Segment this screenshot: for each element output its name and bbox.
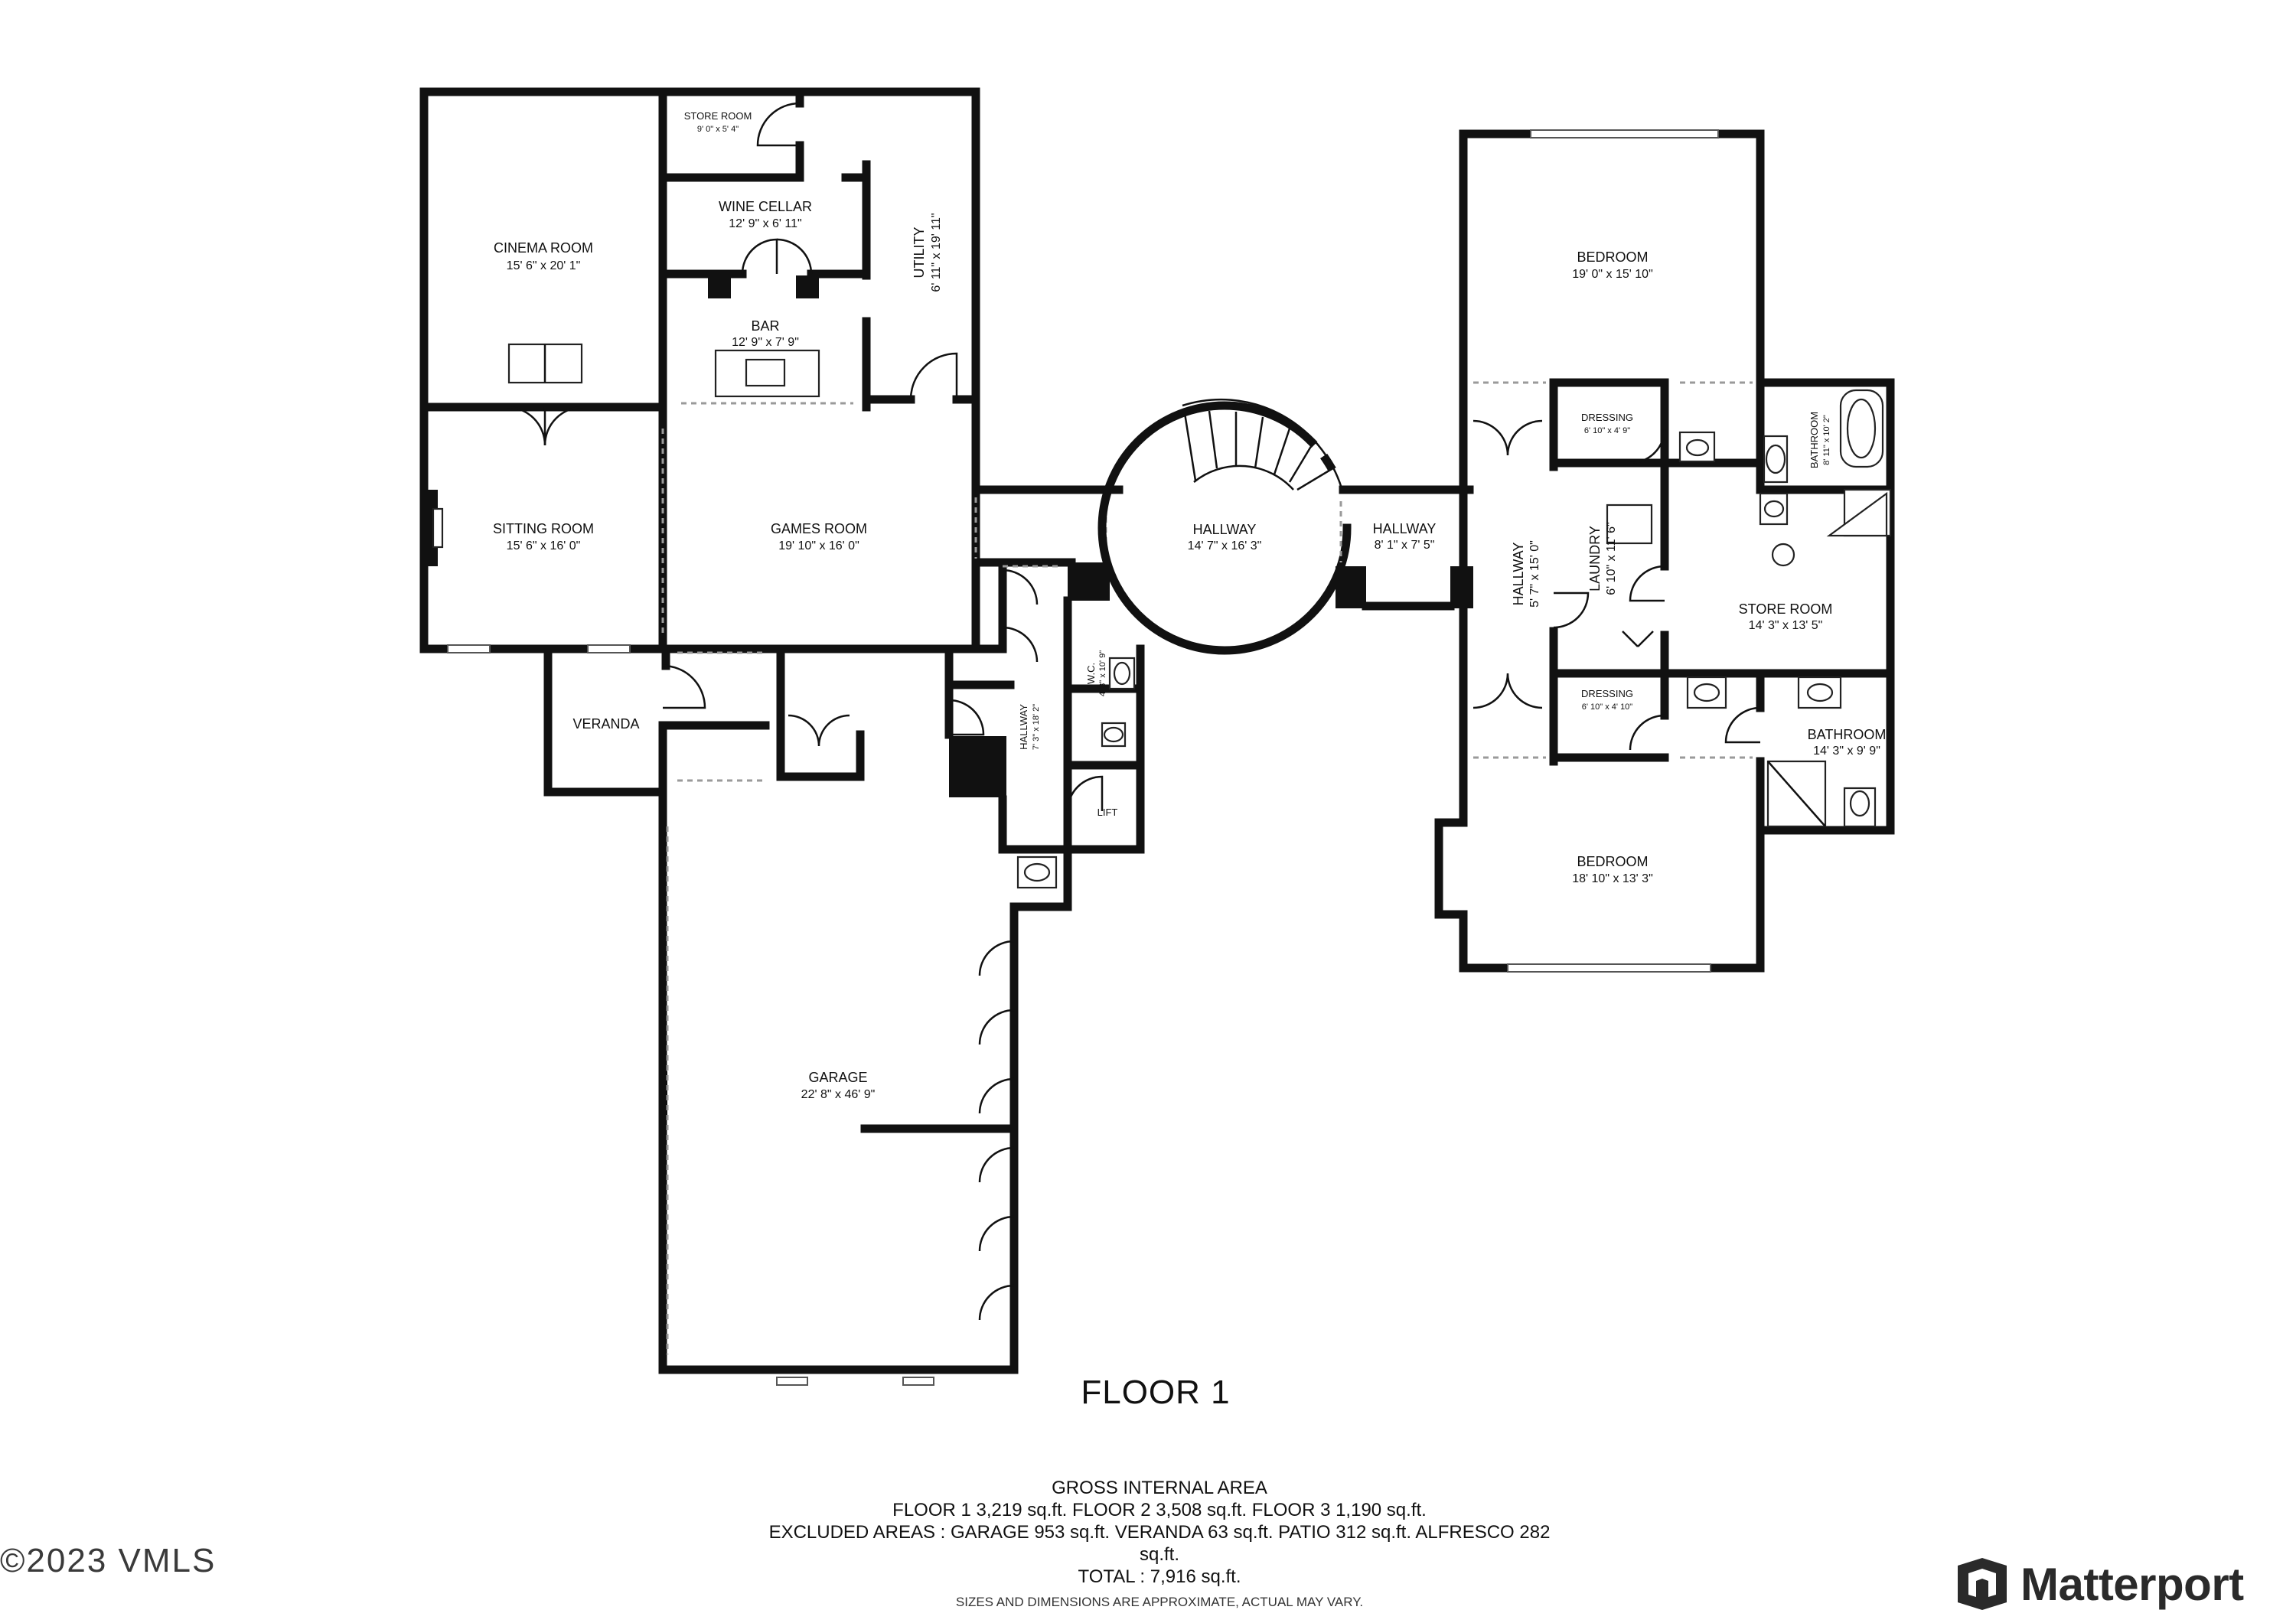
label-garage: GARAGE [808, 1070, 867, 1085]
label-store-room-small: STORE ROOM [684, 110, 752, 122]
dim-garage: 22' 8" x 46' 9" [801, 1088, 876, 1101]
label-games-room: GAMES ROOM [771, 521, 867, 536]
label-wc: W.C. [1085, 663, 1097, 684]
right-wing-doors [1473, 419, 1761, 751]
bar-fixtures [507, 275, 820, 398]
right-wing-openings [1473, 381, 1753, 759]
area-total: TOTAL : 7,916 sq.ft. [1078, 1566, 1241, 1587]
dim-sitting-room: 15' 6" x 16' 0" [507, 539, 581, 552]
copyright-text: ©2023 VMLS [0, 1542, 217, 1579]
dim-bathroom-1: 8' 11" x 10' 2" [1822, 415, 1831, 465]
area-heading: GROSS INTERNAL AREA [1052, 1478, 1267, 1498]
label-hallway-small: HALLWAY [1018, 704, 1029, 750]
dim-dressing-1: 6' 10" x 4' 9" [1584, 426, 1630, 435]
right-wing-walls [1434, 129, 1895, 973]
label-laundry: LAUNDRY [1587, 526, 1603, 592]
dim-bedroom-1: 19' 0" x 15' 10" [1572, 268, 1653, 281]
garage-block-walls [658, 592, 1145, 1374]
label-hallway-circular: HALLWAY [1193, 522, 1257, 537]
label-hallway-vertical: HALLWAY [1511, 543, 1526, 606]
left-wing-walls [419, 87, 1124, 797]
dim-store-room-small: 9' 0" x 5' 4" [697, 125, 739, 134]
dim-dressing-2: 6' 10" x 4' 10" [1582, 702, 1633, 712]
area-floors: FLOOR 1 3,219 sq.ft. FLOOR 2 3,508 sq.ft… [892, 1500, 1427, 1520]
label-bar: BAR [751, 318, 779, 334]
dim-utility: 6' 11" x 19' 11" [930, 213, 943, 292]
left-wing-windows [447, 644, 934, 1386]
dim-hallway-small: 7' 3" x 18' 2" [1032, 704, 1041, 750]
area-excluded-cont: sq.ft. [1139, 1544, 1180, 1565]
left-wing-doors [506, 102, 958, 747]
label-bedroom-1: BEDROOM [1577, 249, 1648, 265]
dim-bedroom-2: 18' 10" x 13' 3" [1572, 872, 1653, 885]
wc-fixtures [1016, 657, 1136, 889]
right-wing-fixtures [1606, 389, 1892, 828]
label-dressing-2: DRESSING [1581, 688, 1633, 699]
dim-hallway-circular: 14' 7" x 16' 3" [1188, 539, 1262, 552]
label-utility: UTILITY [912, 227, 927, 278]
label-dressing-1: DRESSING [1581, 412, 1633, 423]
dim-store-room-big: 14' 3" x 13' 5" [1749, 619, 1823, 632]
label-veranda: VERANDA [572, 716, 639, 732]
label-store-room-big: STORE ROOM [1739, 601, 1833, 617]
dim-cinema-room: 15' 6" x 20' 1" [507, 259, 581, 272]
dim-hallway-link: 8' 1" x 7' 5" [1375, 539, 1435, 552]
area-excluded: EXCLUDED AREAS : GARAGE 953 sq.ft. VERAN… [768, 1522, 1551, 1543]
label-cinema-room: CINEMA ROOM [494, 240, 593, 256]
floor-title: FLOOR 1 [1081, 1374, 1231, 1411]
label-bathroom-2: BATHROOM [1808, 727, 1887, 742]
dim-laundry: 6' 10" x 11' 6" [1605, 522, 1618, 595]
brand-logo: Matterport [1953, 1553, 2244, 1615]
dim-wine-cellar: 12' 9" x 6' 11" [729, 217, 801, 230]
right-wing-windows [1507, 129, 1719, 973]
dim-bathroom-2: 14' 3" x 9' 9" [1813, 745, 1880, 758]
label-lift: LIFT [1097, 807, 1118, 818]
label-hallway-link: HALLWAY [1373, 521, 1437, 536]
area-summary: GROSS INTERNAL AREA FLOOR 1 3,219 sq.ft.… [689, 1477, 1630, 1613]
garage-doors [666, 569, 1104, 1354]
dim-bar: 12' 9" x 7' 9" [732, 336, 799, 349]
brand-name: Matterport [2020, 1558, 2244, 1610]
label-bedroom-2: BEDROOM [1577, 854, 1648, 869]
label-sitting-room: SITTING ROOM [493, 521, 594, 536]
dim-hallway-vertical: 5' 7" x 15' 0" [1528, 540, 1541, 608]
area-note: SIZES AND DIMENSIONS ARE APPROXIMATE, AC… [955, 1595, 1364, 1609]
room-labels: CINEMA ROOM 15' 6" x 20' 1" STORE ROOM 9… [493, 110, 1886, 1101]
matterport-logo-icon [1958, 1558, 2007, 1610]
label-bathroom-1: BATHROOM [1808, 412, 1820, 468]
dim-games-room: 19' 10" x 16' 0" [778, 539, 859, 552]
label-wine-cellar: WINE CELLAR [719, 199, 812, 214]
dim-wc: 4' 8" x 10' 9" [1098, 650, 1107, 696]
